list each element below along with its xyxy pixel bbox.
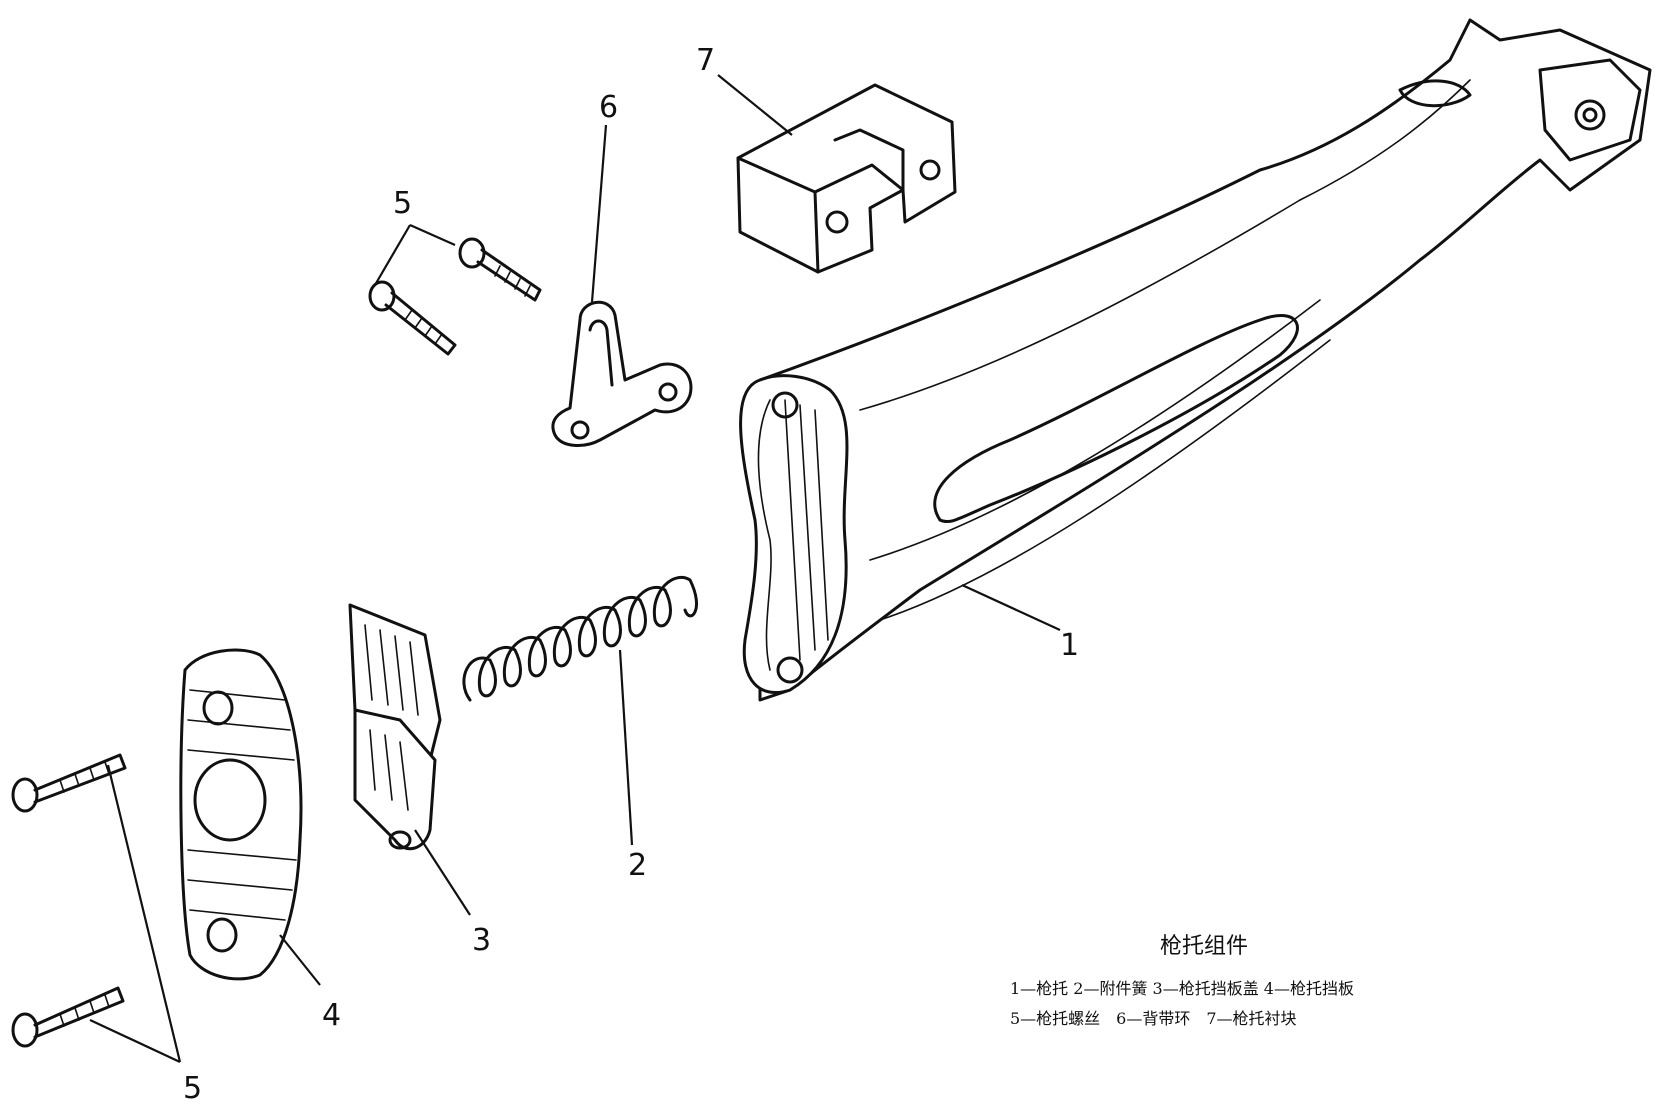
label-part-6: 6 (599, 90, 618, 125)
screws-bottom-part-5 (11, 753, 127, 1048)
buttplate-part-4 (179, 648, 303, 981)
caption: 枪托组件 1—枪托 2—附件簧 3—枪托挡板盖 4—枪托挡板 5—枪托螺丝 6—… (1010, 928, 1530, 1034)
caption-title: 枪托组件 (1160, 934, 1249, 959)
sling-swivel-part-6 (551, 300, 693, 447)
label-part-7: 7 (696, 43, 715, 78)
liner-block-part-7 (736, 83, 957, 274)
label-part-5-top: 5 (393, 186, 412, 221)
label-part-5-bottom: 5 (183, 1071, 202, 1106)
leader-lines (89, 74, 1061, 1063)
buttplate-cover-part-3 (348, 603, 442, 851)
label-part-4: 4 (322, 998, 341, 1033)
stock-part-1 (739, 18, 1652, 702)
label-part-2: 2 (628, 848, 647, 883)
caption-legend-line-2: 5—枪托螺丝 6—背带环 7—枪托衬块 (1010, 1009, 1297, 1028)
caption-legend-line-1: 1—枪托 2—附件簧 3—枪托挡板盖 4—枪托挡板 (1010, 979, 1354, 998)
label-part-1: 1 (1060, 628, 1079, 663)
label-part-3: 3 (472, 923, 491, 958)
spring-part-2 (462, 576, 698, 702)
screws-top-part-5 (368, 237, 542, 356)
